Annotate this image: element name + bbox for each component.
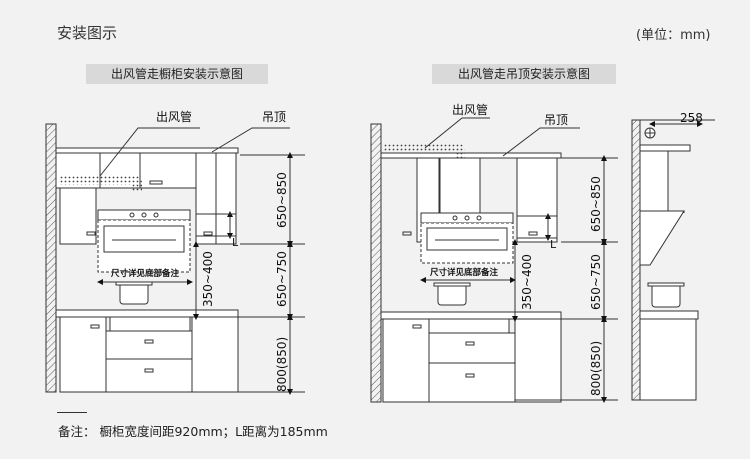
dim-hood-left: 350~400 — [201, 251, 215, 307]
page-title: 安装图示 — [57, 24, 118, 42]
lower-cabinet — [382, 318, 430, 403]
caption-cabinet-duct: 出风管走橱柜安装示意图 — [86, 64, 268, 84]
side-cabinet — [639, 318, 697, 401]
note-divider — [57, 412, 87, 413]
side-ceiling — [639, 144, 691, 152]
lower-cabinet — [59, 316, 107, 393]
dim-middle-right: 650~750 — [589, 254, 603, 310]
duct-air-flow — [383, 143, 465, 180]
size-note-left: 尺寸详见底部备注 — [110, 268, 180, 279]
label-l-right: L — [550, 238, 557, 251]
label-l-left: L — [232, 236, 239, 249]
side-dim-width: 258 — [680, 111, 703, 125]
wall-hatch — [370, 123, 382, 403]
wall-hatch — [631, 119, 641, 401]
size-note-right: 尺寸详见底部备注 — [429, 267, 499, 278]
dim-middle-left: 650~750 — [275, 251, 289, 307]
dim-bottom-left: 800(850) — [275, 337, 289, 392]
label-ceiling-left: 吊顶 — [262, 110, 286, 124]
dim-top-right: 650~850 — [589, 176, 603, 232]
dim-top-left: 650~850 — [275, 172, 289, 228]
duct-air-flow — [60, 175, 142, 191]
label-duct-left: 出风管 — [156, 109, 192, 124]
side-view — [631, 119, 715, 401]
dim-bottom-right: 800(850) — [589, 341, 603, 396]
ceiling-panel — [55, 147, 239, 154]
side-hood — [639, 210, 685, 266]
label-ceiling-right: 吊顶 — [544, 113, 568, 127]
countertop — [380, 311, 562, 320]
range-hood — [97, 209, 191, 221]
range-hood — [420, 212, 514, 224]
label-duct-right: 出风管 — [452, 102, 488, 117]
countertop — [55, 309, 239, 318]
wall-hatch — [45, 123, 57, 393]
diagram-left — [45, 123, 305, 395]
diagram-right — [370, 117, 618, 403]
footnote: 备注： 橱柜宽度间距920mm；L距离为185mm — [58, 424, 328, 439]
ceiling-panel — [380, 152, 562, 159]
dim-hood-right: 350~400 — [520, 254, 534, 310]
unit-label: (单位：mm) — [636, 28, 711, 43]
side-pot — [651, 282, 681, 308]
caption-ceiling-duct: 出风管走吊顶安装示意图 — [432, 64, 616, 84]
